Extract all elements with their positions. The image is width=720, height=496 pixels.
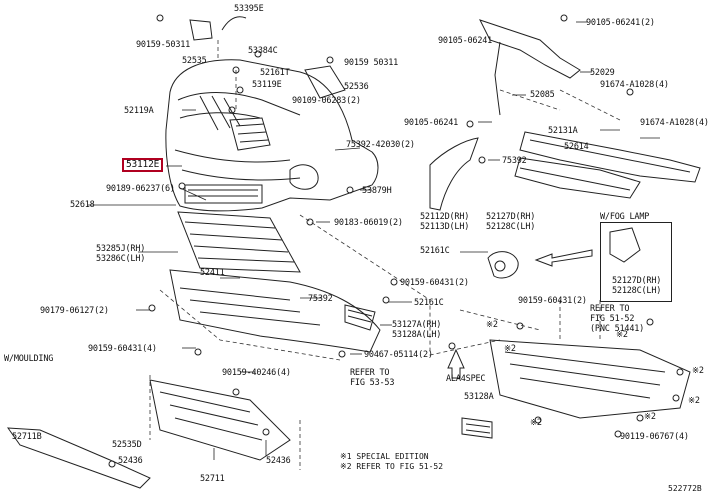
bumper-cover bbox=[165, 59, 379, 212]
note-marker: ※2 bbox=[692, 366, 704, 376]
refer-fig-53-53[interactable]: REFER TO FIG 53-53 bbox=[350, 368, 395, 388]
part-label-53395e: 53395E bbox=[234, 4, 264, 14]
part-label-52161c-b: 52161C bbox=[420, 246, 450, 256]
part-label-91674-a1028: 91674-A1028(4) bbox=[600, 80, 669, 90]
part-label-52127d: 52127D(RH) bbox=[486, 212, 536, 222]
part-label-52161t: 52161T bbox=[260, 68, 290, 78]
part-label-90109-06283: 90109-06283(2) bbox=[292, 96, 361, 106]
refer-fig-51-52[interactable]: REFER TO FIG 51-52 (PNC 51441) bbox=[590, 304, 645, 334]
part-label-90105-06241-c: 90105-06241 bbox=[404, 118, 459, 128]
side-retainer bbox=[429, 137, 479, 211]
part-label-52029: 52029 bbox=[590, 68, 615, 78]
part-label-52161c: 52161C bbox=[414, 298, 444, 308]
fog-cover-53128a bbox=[461, 417, 493, 439]
part-label-52113d: 52113D(LH) bbox=[420, 222, 470, 232]
note-marker: ※2 bbox=[530, 418, 542, 428]
part-label-90159-60431-c: 90159-60431(2) bbox=[518, 296, 587, 306]
part-label-75392: 75392 bbox=[308, 294, 333, 304]
part-label-52618: 52618 bbox=[70, 200, 95, 210]
note-marker: ※2 bbox=[504, 344, 516, 354]
part-label-90467-05114: 90467-05114(2) bbox=[364, 350, 433, 360]
drawing-number: 522772B bbox=[668, 484, 702, 493]
note-marker: ※2 bbox=[644, 412, 656, 422]
wmoulding-label: W/MOULDING bbox=[4, 354, 54, 364]
part-label-52535d: 52535D bbox=[112, 440, 142, 450]
part-label-53119e: 53119E bbox=[252, 80, 282, 90]
side-bracket bbox=[304, 65, 346, 99]
part-label-90159-50311: 90159-50311 bbox=[136, 40, 191, 50]
wfoglamp-label: W/FOG LAMP bbox=[600, 212, 650, 222]
part-label-90119-06767: 90119-06767(4) bbox=[620, 432, 689, 442]
moulding-52711b bbox=[6, 427, 151, 489]
part-label-75392-42030: 75392-42030(2) bbox=[346, 140, 415, 150]
part-label-52436-b: 52436 bbox=[266, 456, 291, 466]
radiator-grille bbox=[229, 117, 271, 151]
part-label-53128a: 53128A(LH) bbox=[392, 330, 442, 340]
part-label-52411: 52411 bbox=[200, 268, 225, 278]
part-label-53286c: 53286C(LH) bbox=[96, 254, 146, 264]
part-label-90179-06127: 90179-06127(2) bbox=[40, 306, 109, 316]
part-label-53879h: 53879H bbox=[362, 186, 392, 196]
part-label-52128c: 52128C(LH) bbox=[486, 222, 536, 232]
lower-grille bbox=[177, 211, 301, 273]
part-label-52436-a: 52436 bbox=[118, 456, 143, 466]
energy-absorber bbox=[514, 157, 641, 199]
arrow-icon bbox=[534, 249, 593, 267]
part-label-90105-06241-b: 90105-06241 bbox=[438, 36, 493, 46]
legend-special-edition: ※1 SPECIAL EDITION bbox=[340, 452, 429, 461]
legend-refer-fig: ※2 REFER TO FIG 51-52 bbox=[340, 462, 444, 471]
part-label-90183-06019: 90183-06019(2) bbox=[334, 218, 403, 228]
reinforcement-beam bbox=[519, 131, 701, 183]
part-label-90159-50311-b: 90159 50311 bbox=[344, 58, 399, 68]
note-marker: ※2 bbox=[486, 320, 498, 330]
part-label-90189-06237: 90189-06237(6) bbox=[106, 184, 175, 194]
part-label-75392-c: 75392 bbox=[502, 156, 527, 166]
part-label-52614: 52614 bbox=[564, 142, 589, 152]
arrow-icon bbox=[447, 348, 465, 379]
part-label-90159-60431: 90159-60431(2) bbox=[400, 278, 469, 288]
part-label-52119a: 52119A bbox=[124, 106, 154, 116]
part-label-52535: 52535 bbox=[182, 56, 207, 66]
part-label-52085: 52085 bbox=[530, 90, 555, 100]
note-marker: ※2 bbox=[616, 330, 628, 340]
part-label-90159-40246: 90159-40246(4) bbox=[222, 368, 291, 378]
engine-under-cover bbox=[489, 339, 691, 419]
part-label-53285j: 53285J(RH) bbox=[96, 244, 146, 254]
bumper-bracket-top bbox=[479, 19, 581, 79]
part-label-52127d-b: 52127D(RH) bbox=[612, 276, 662, 286]
fog-cover-lh bbox=[344, 304, 376, 331]
ala4spec-label: ALA4SPEC bbox=[446, 374, 486, 384]
part-label-53128a-b: 53128A bbox=[464, 392, 494, 402]
lower-bumper-section bbox=[169, 269, 381, 353]
lower-moulding bbox=[149, 379, 291, 461]
part-label-52128c-b: 52128C(LH) bbox=[612, 286, 662, 296]
part-label-53127a: 53127A(RH) bbox=[392, 320, 442, 330]
part-label-53112e-highlighted: 53112E bbox=[122, 158, 164, 172]
fog-lamp-detail bbox=[609, 227, 641, 263]
part-label-53384c: 53384C bbox=[248, 46, 278, 56]
part-label-52131a: 52131A bbox=[548, 126, 578, 136]
part-label-52112d: 52112D(RH) bbox=[420, 212, 470, 222]
part-label-91674-a1028-b: 91674-A1028(4) bbox=[640, 118, 709, 128]
part-label-90159-60431-b: 90159-60431(4) bbox=[88, 344, 157, 354]
part-label-90105-06241: 90105-06241(2) bbox=[586, 18, 655, 28]
fog-lamp bbox=[487, 251, 519, 279]
part-label-52536: 52536 bbox=[344, 82, 369, 92]
fog-lamp-variant-box bbox=[600, 222, 672, 302]
note-marker: ※2 bbox=[688, 396, 700, 406]
part-label-52711b: 52711B bbox=[12, 432, 42, 442]
part-label-52711: 52711 bbox=[200, 474, 225, 484]
